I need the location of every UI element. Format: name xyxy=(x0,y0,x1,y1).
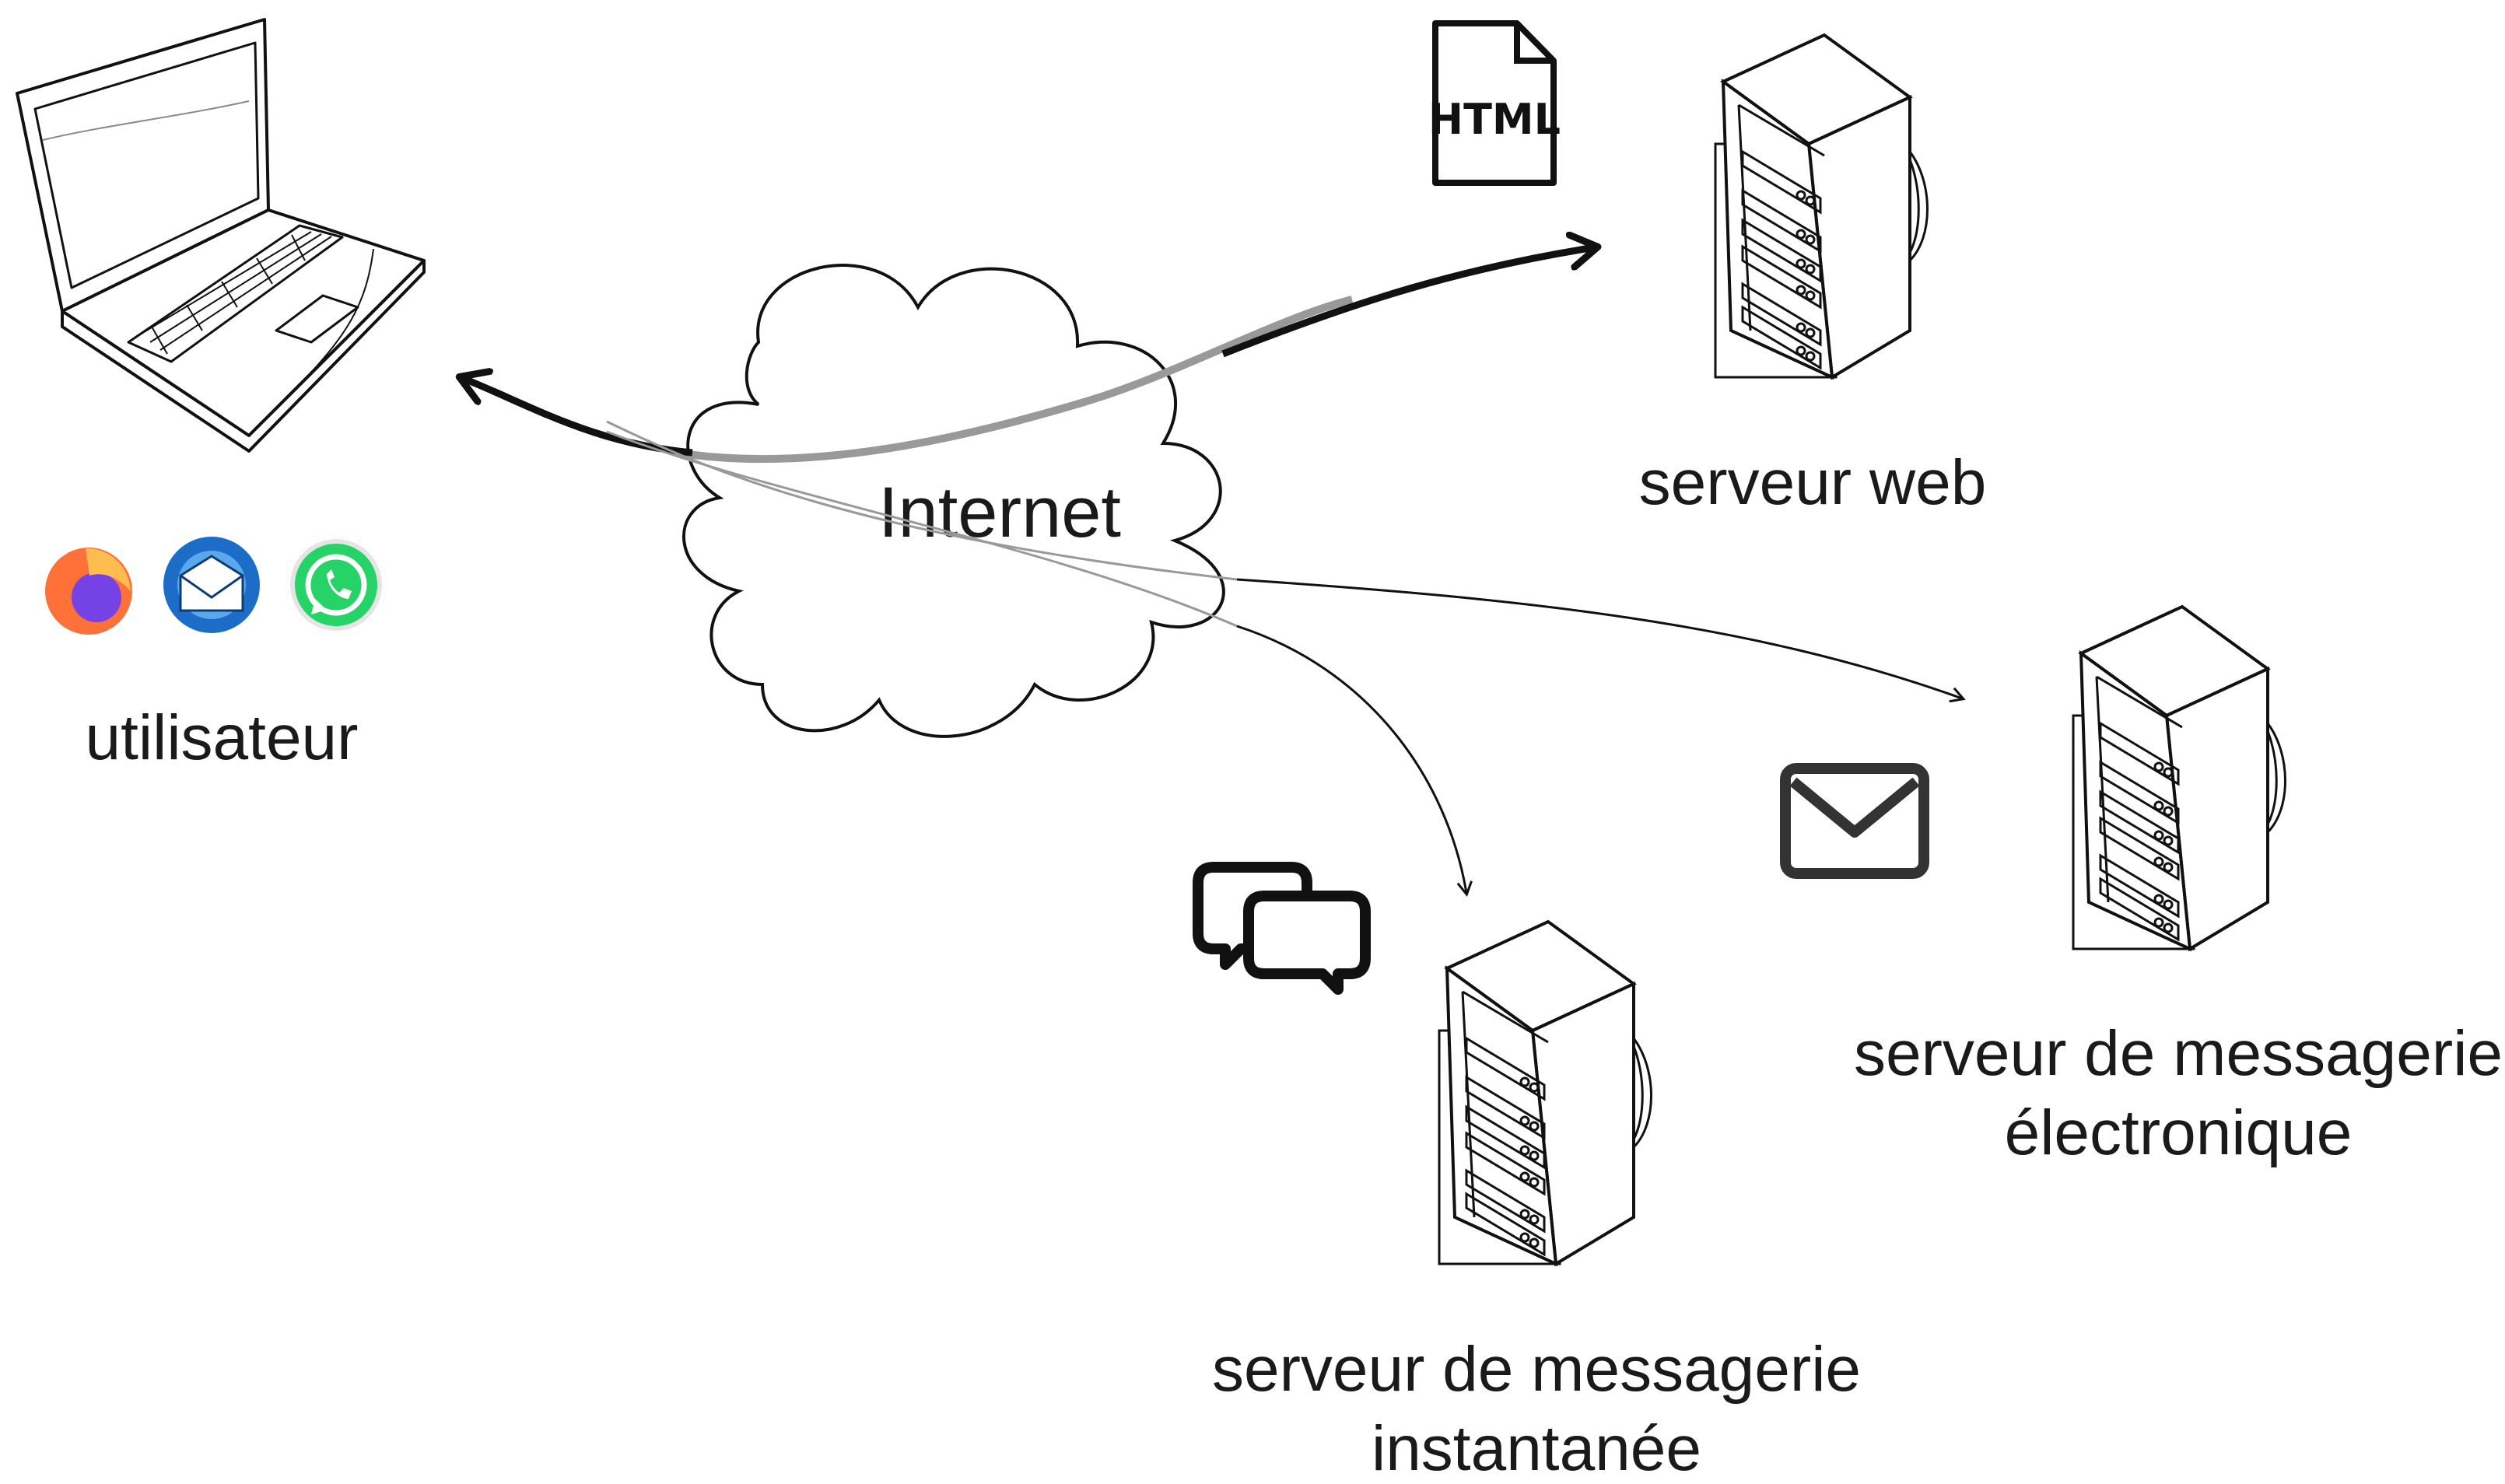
im-server-label-line1: serveur de messagerie xyxy=(1212,1334,1861,1405)
email-server-rack-icon xyxy=(2072,605,2287,950)
laptop-icon xyxy=(16,18,426,453)
email-link-arrow-tail xyxy=(1236,578,1966,703)
internet-label: Internet xyxy=(878,473,1121,552)
web-link-arrow xyxy=(676,296,1354,464)
thunderbird-icon xyxy=(163,537,260,633)
whatsapp-icon xyxy=(290,539,382,631)
im-server-label-line2: instantanée xyxy=(1372,1413,1701,1484)
html-file-label: HTML xyxy=(1428,95,1561,144)
chat-bubbles-icon xyxy=(1193,862,1371,995)
user-label: utilisateur xyxy=(86,702,359,773)
envelope-icon xyxy=(1780,763,1929,879)
internet-cloud xyxy=(682,264,1225,738)
im-link-arrow-tail xyxy=(1236,625,1473,897)
web-request-arrow-head xyxy=(1221,247,1595,358)
web-server-label: serveur web xyxy=(1639,447,1987,518)
email-server-label-line2: électronique xyxy=(2005,1097,2353,1168)
firefox-icon xyxy=(45,548,132,635)
im-server-rack-icon xyxy=(1438,920,1653,1265)
email-link-arrow xyxy=(606,420,1238,581)
web-server-rack-icon xyxy=(1714,33,1929,379)
web-response-arrow-head xyxy=(462,378,693,457)
im-link-arrow xyxy=(606,430,1238,628)
html-file-icon: HTML xyxy=(1428,20,1561,186)
email-server-label-line1: serveur de messagerie xyxy=(1854,1018,2503,1089)
